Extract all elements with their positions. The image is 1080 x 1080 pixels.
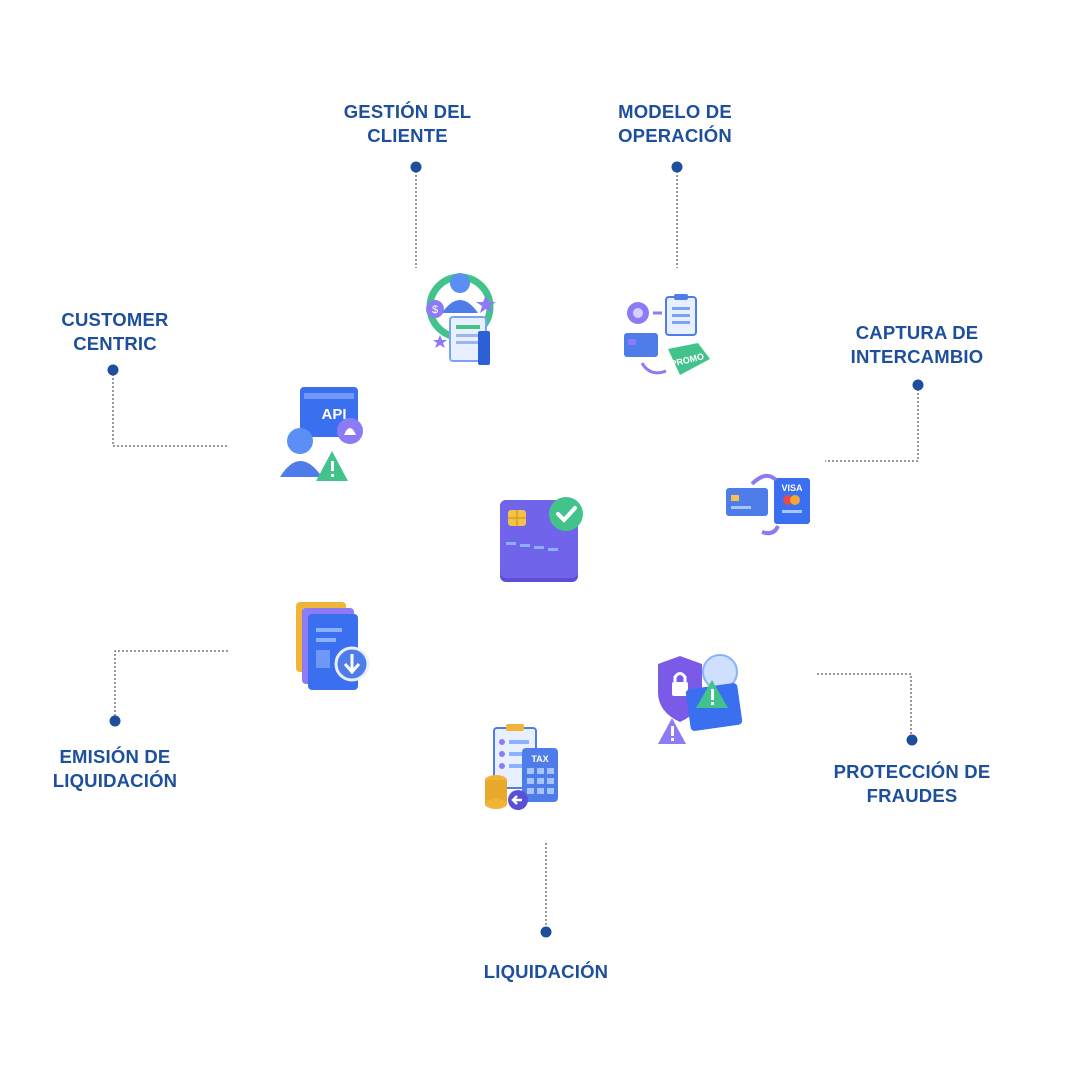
label-modelo: MODELO DE OPERACIÓN [590, 100, 760, 148]
dot-gestion [410, 161, 422, 173]
label-modelo-line2: OPERACIÓN [618, 125, 732, 146]
label-emision-line1: EMISIÓN DE [59, 746, 171, 767]
connector-emision [114, 650, 228, 721]
svg-text:VISA: VISA [781, 483, 803, 493]
label-proteccion-line2: FRAUDES [866, 785, 958, 806]
label-gestion-line1: GESTIÓN DEL [343, 101, 472, 122]
svg-text:TAX: TAX [531, 754, 548, 764]
label-captura-line2: INTERCAMBIO [850, 346, 984, 367]
label-proteccion: PROTECCIÓN DE FRAUDES [812, 760, 1012, 808]
label-proteccion-line1: PROTECCIÓN DE [833, 761, 991, 782]
dot-emision [109, 715, 121, 727]
label-modelo-line1: MODELO DE [618, 101, 732, 122]
label-captura-line1: CAPTURA DE [855, 322, 979, 343]
api-user-icon: API [280, 387, 363, 481]
connector-captura [825, 385, 919, 462]
customer-management-icon: $ [426, 273, 496, 365]
dot-modelo [671, 161, 683, 173]
label-gestion: GESTIÓN DEL CLIENTE [320, 100, 495, 148]
dot-customer [107, 364, 119, 376]
label-gestion-line2: CLIENTE [367, 125, 448, 146]
label-customer-line1: CUSTOMER [61, 309, 169, 330]
label-liquidacion: LIQUIDACIÓN [446, 960, 646, 984]
folder-download-icon [296, 602, 370, 690]
svg-text:$: $ [432, 304, 438, 316]
svg-text:API: API [321, 406, 346, 423]
label-emision-line2: LIQUIDACIÓN [52, 770, 178, 791]
credit-card-check-icon [500, 497, 583, 582]
connector-customer [112, 370, 228, 447]
dot-proteccion [906, 734, 918, 746]
dot-captura [912, 379, 924, 391]
dot-liquidacion [540, 926, 552, 938]
label-captura: CAPTURA DE INTERCAMBIO [822, 321, 1012, 369]
label-liquidacion-line1: LIQUIDACIÓN [483, 961, 609, 982]
label-customer-line2: CENTRIC [73, 333, 157, 354]
label-emision: EMISIÓN DE LIQUIDACIÓN [30, 745, 200, 793]
operation-model-icon: PROMO [624, 294, 710, 375]
connector-proteccion [817, 673, 912, 740]
tax-calculator-icon: TAX [485, 724, 558, 810]
shield-lock-icon [658, 654, 743, 744]
label-customer: CUSTOMER CENTRIC [40, 308, 190, 356]
card-exchange-icon: VISA [726, 473, 810, 536]
